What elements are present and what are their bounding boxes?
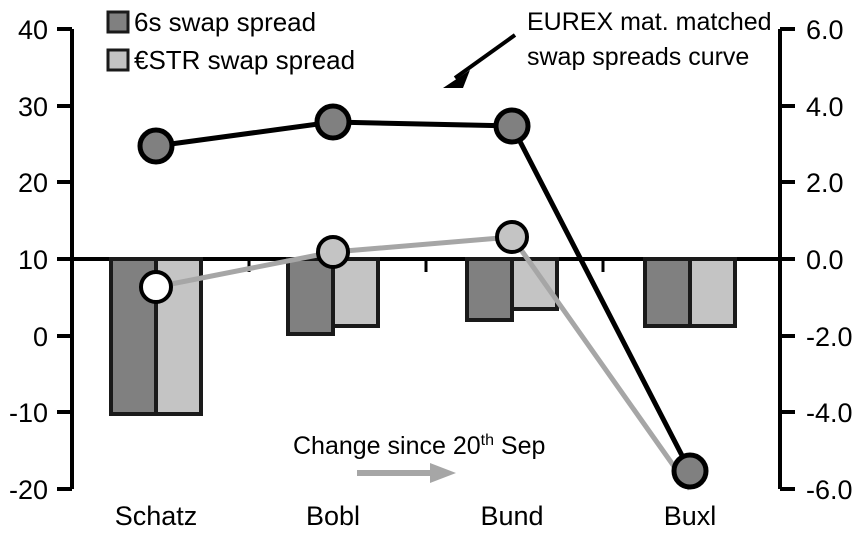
category-label-bund: Bund xyxy=(480,501,543,531)
change-since-annotation: Change since 20th Sep xyxy=(293,432,545,483)
bar-6s-buxl xyxy=(643,257,692,328)
left-tick-label-20: 20 xyxy=(18,168,48,198)
category-labels: Schatz Bobl Bund Buxl xyxy=(115,501,717,531)
category-label-bobl: Bobl xyxy=(306,501,360,531)
marker-eurex-buxl xyxy=(671,452,709,490)
change-since-text: Change since 20th Sep xyxy=(293,432,545,460)
category-label-schatz: Schatz xyxy=(115,501,198,531)
left-tick-label-30: 30 xyxy=(18,92,48,122)
bar-group-bobl xyxy=(286,257,380,336)
legend-swatch-6s xyxy=(106,10,130,34)
right-tick-label-6: 6.0 xyxy=(806,15,844,45)
legend-label-6s: 6s swap spread xyxy=(134,7,316,37)
marker-eurex-schatz xyxy=(137,127,175,165)
legend-swatch-estr xyxy=(106,48,130,72)
bar-group-buxl xyxy=(643,257,737,328)
marker-estr-schatz xyxy=(139,270,173,304)
left-tick-label-40: 40 xyxy=(18,15,48,45)
eurex-annotation-line2: swap spreads curve xyxy=(527,43,749,71)
bar-6s-schatz xyxy=(109,257,158,416)
left-tick-label-10: 10 xyxy=(18,245,48,275)
category-label-buxl: Buxl xyxy=(664,501,717,531)
eurex-matched-curve-line xyxy=(155,119,693,473)
legend-label-estr: €STR swap spread xyxy=(134,45,355,75)
change-since-tail: Sep xyxy=(494,432,545,460)
bar-group-bund xyxy=(465,257,559,322)
right-axis: 6.0 4.0 2.0 0.0 -2.0 -4.0 -6.0 xyxy=(778,15,852,505)
change-since-superscript: th xyxy=(481,432,494,449)
marker-eurex-bobl xyxy=(314,103,352,141)
left-axis: 40 30 20 10 0 -10 -20 xyxy=(9,15,74,505)
right-tick-label-neg4: -4.0 xyxy=(806,398,852,428)
marker-estr-bund xyxy=(495,220,529,254)
bar-6s-bobl xyxy=(286,257,335,336)
left-tick-label-0: 0 xyxy=(33,322,48,352)
left-tick-label-neg20: -20 xyxy=(9,475,48,505)
marker-eurex-bund xyxy=(493,107,531,145)
eurex-annotation-line1: EUREX mat. matched xyxy=(527,8,772,36)
estr-matched-curve-line xyxy=(155,234,693,491)
right-tick-label-2: 2.0 xyxy=(806,168,844,198)
bar-estr-bund xyxy=(510,257,559,311)
annotation-arrow-line xyxy=(453,33,517,80)
right-tick-label-0: 0.0 xyxy=(806,245,844,275)
annotation-arrow-head-icon xyxy=(443,70,470,88)
bar-estr-buxl xyxy=(688,257,737,328)
right-tick-label-neg6: -6.0 xyxy=(806,475,852,505)
legend: 6s swap spread €STR swap spread xyxy=(106,7,355,75)
change-since-arrow-head-icon xyxy=(430,463,456,483)
marker-estr-bobl xyxy=(316,235,350,269)
change-since-main: Change since 20 xyxy=(293,432,481,460)
right-tick-label-neg2: -2.0 xyxy=(806,322,852,352)
bar-estr-bobl xyxy=(331,257,380,328)
estr-matched-curve-markers xyxy=(139,220,529,304)
eurex-matched-curve-markers xyxy=(137,103,709,490)
right-tick-label-4: 4.0 xyxy=(806,92,844,122)
eurex-curve-annotation: EUREX mat. matched swap spreads curve xyxy=(443,8,772,88)
bar-6s-bund xyxy=(465,257,514,322)
left-tick-label-neg10: -10 xyxy=(9,398,48,428)
